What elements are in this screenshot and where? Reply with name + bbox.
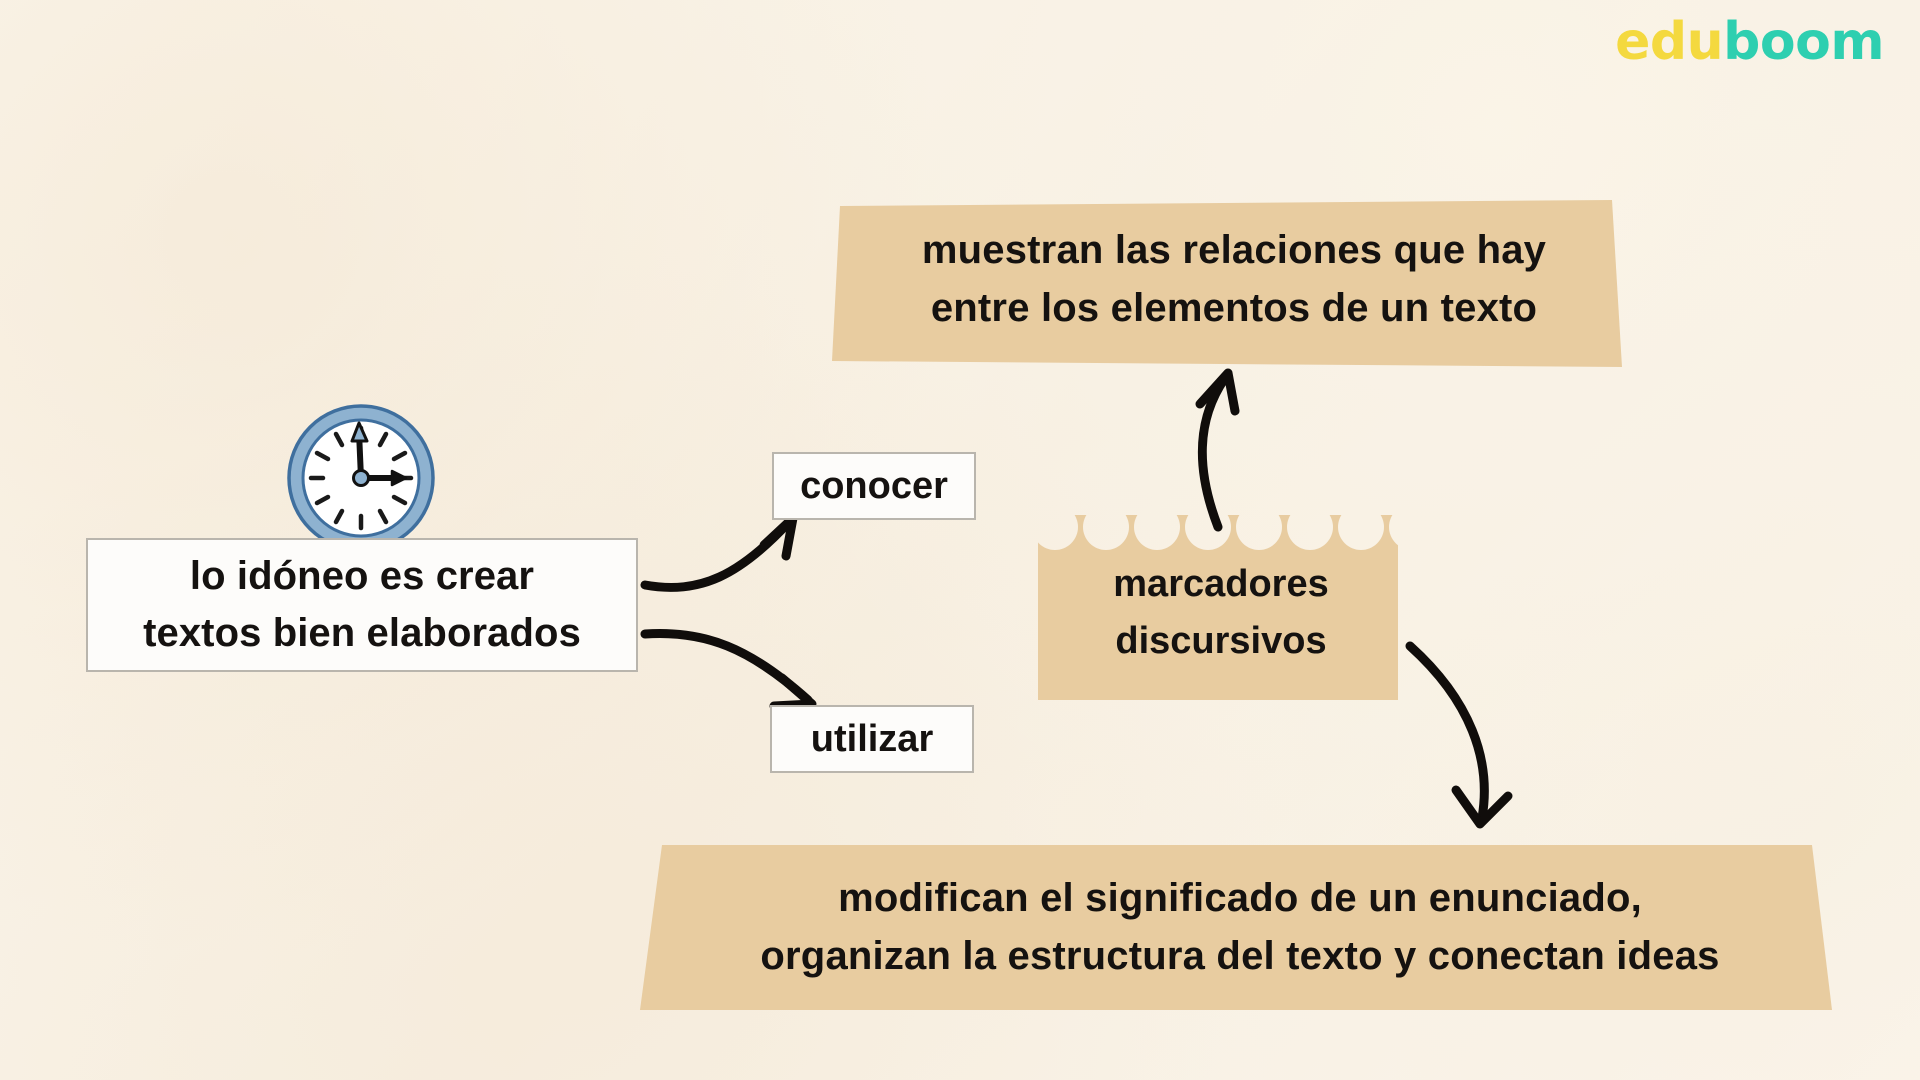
node-utilizar-label: utilizar (810, 717, 934, 760)
main-statement-line1: lo idóneo es crear (189, 554, 535, 599)
banner-bottom: modifican el significado de un enunciado… (650, 862, 1830, 992)
node-marcadores-discursivos[interactable]: marcadores discursivos (1046, 548, 1396, 678)
clock-icon (287, 404, 435, 552)
node-marcadores-line2: discursivos (1115, 620, 1327, 662)
brand-logo: eduboom (1615, 16, 1884, 68)
banner-top: muestran las relaciones que hay entre lo… (848, 218, 1620, 340)
banner-bottom-line1: modifican el significado de un enunciado… (838, 876, 1642, 920)
arrow-marcadores-to-banner-top (1195, 368, 1240, 532)
banner-top-line2: entre los elementos de un texto (930, 286, 1538, 330)
node-utilizar[interactable]: utilizar (770, 705, 974, 773)
main-statement-box[interactable]: lo idóneo es crear textos bien elaborado… (86, 538, 638, 672)
brand-logo-boom: boom (1723, 12, 1884, 72)
brand-logo-edu: edu (1615, 12, 1724, 72)
arrow-statement-to-conocer (640, 513, 798, 592)
node-conocer-label: conocer (800, 464, 948, 507)
arrow-statement-to-utilizar (640, 628, 817, 711)
main-statement-line2: textos bien elaborados (143, 611, 581, 655)
banner-top-line1: muestran las relaciones que hay (921, 228, 1547, 272)
banner-bottom-line2: organizan la estructura del texto y cone… (760, 934, 1720, 978)
node-marcadores-line1: marcadores (1113, 563, 1329, 605)
arrow-marcadores-to-banner-bottom (1405, 641, 1513, 829)
node-conocer[interactable]: conocer (772, 452, 976, 520)
